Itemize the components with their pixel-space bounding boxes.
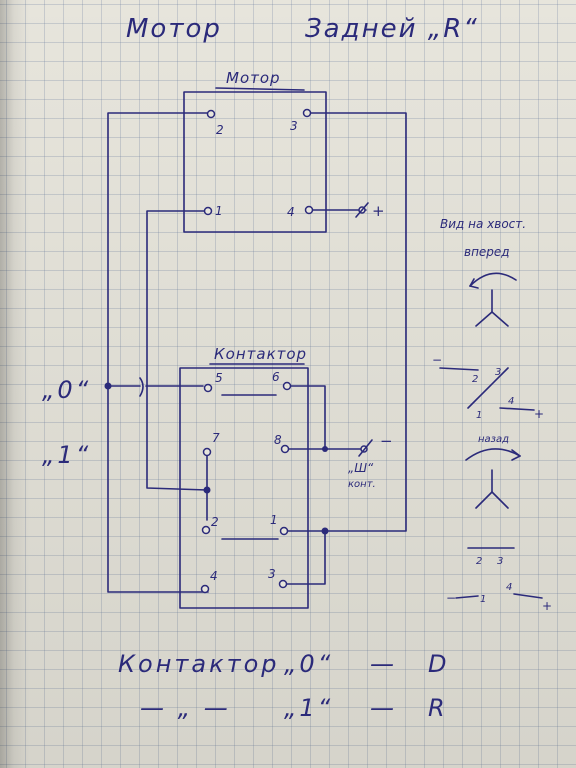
contactor-terminal-1-label: 1 [270, 513, 278, 527]
junction-8 [322, 446, 328, 452]
back-arrow-head [511, 449, 521, 461]
legend-row-2-name: — „ — [140, 694, 231, 722]
back-tail-fins [475, 491, 509, 509]
state-zero-label: „0“ [42, 376, 91, 404]
minus-terminal-slash [358, 439, 373, 457]
button-word-label: конт. [348, 479, 376, 490]
lower-n3: 3 [497, 556, 503, 567]
contactor-terminal-8 [280, 444, 290, 454]
contactor-terminal-7-label: 7 [212, 431, 220, 445]
view-title: Вид на хвост. [440, 217, 526, 231]
lower-n4: 4 [506, 582, 512, 593]
contactor-terminal-4 [200, 584, 210, 594]
wire-left-outer [107, 112, 209, 593]
motor-terminal-3 [302, 108, 312, 118]
lower-n1: 1 [480, 594, 486, 605]
switch-bottom-wire [499, 407, 535, 411]
title-reverse: Задней „R“ [305, 14, 479, 44]
contactor-terminal-2-label: 2 [211, 515, 219, 529]
motor-terminal-1-label: 1 [215, 204, 223, 218]
contactor-terminal-1 [279, 526, 289, 536]
contactor-terminal-6-label: 6 [272, 370, 280, 384]
switch-n2: 2 [472, 374, 478, 385]
motor-box [183, 91, 327, 233]
motor-terminal-2 [206, 109, 216, 119]
legend-row-1-result: D [428, 650, 449, 678]
motor-label: Мотор [226, 69, 281, 87]
contactor-box [179, 367, 309, 609]
back-arrow [465, 448, 521, 461]
plus-terminal-slash [355, 202, 369, 218]
forward-arrow-head [469, 278, 479, 289]
contactor-terminal-2 [201, 525, 211, 535]
plus-label: + [372, 202, 386, 220]
motor-terminal-4 [304, 205, 314, 215]
switch-plus: + [534, 407, 544, 421]
switch-blade [467, 367, 509, 409]
legend-row-2-state: „1“ [284, 694, 333, 722]
contactor-label: Контактор [214, 345, 307, 363]
wire-6-down [290, 385, 326, 450]
switch-minus: − [432, 353, 442, 367]
contactor-terminal-3-label: 3 [268, 567, 276, 581]
lower-n2: 2 [476, 556, 482, 567]
contactor-terminal-3 [278, 579, 288, 589]
switch-n3: 3 [495, 367, 501, 378]
contactor-terminal-5 [203, 383, 213, 393]
switch-top-wire [439, 367, 479, 371]
contactor-terminal-6 [282, 381, 292, 391]
lower-minus: − [446, 591, 456, 605]
wire-left-inner [146, 210, 208, 491]
wire-right-outer [284, 112, 407, 532]
motor-terminal-1 [203, 206, 213, 216]
title-motor: Мотор [126, 14, 222, 44]
back-label: назад [478, 434, 509, 445]
motor-terminal-2-label: 2 [216, 123, 224, 137]
legend-row-2-dash: — [370, 694, 397, 722]
lower-plus: + [542, 599, 552, 613]
motor-label-underline [215, 87, 305, 91]
lower-right-wire [513, 593, 543, 599]
forward-tail-fins [475, 311, 509, 327]
state-one-label: „1“ [42, 441, 91, 469]
button-name-label: „Ш“ [348, 461, 374, 475]
contactor-terminal-7 [202, 447, 212, 457]
wire-1-to-3 [286, 530, 326, 585]
wire-crossover [139, 377, 144, 397]
minus-label: − [380, 432, 394, 450]
switch-n1: 1 [476, 410, 482, 421]
contactor-terminal-8-label: 8 [274, 433, 282, 447]
forward-arrow [469, 272, 517, 287]
motor-terminal-4-label: 4 [287, 205, 295, 219]
contactor-terminal-4-label: 4 [210, 569, 218, 583]
motor-terminal-3-label: 3 [290, 119, 298, 133]
legend-row-1-dash: — [370, 650, 397, 678]
forward-label: вперед [464, 245, 510, 259]
legend-row-2-result: R [428, 694, 448, 722]
legend-row-1-state: „0“ [284, 650, 333, 678]
lower-left-wire [455, 595, 479, 599]
contactor-terminal-5-label: 5 [215, 371, 223, 385]
legend-row-1-name: Контактор [118, 650, 280, 678]
switch-n4: 4 [508, 396, 514, 407]
